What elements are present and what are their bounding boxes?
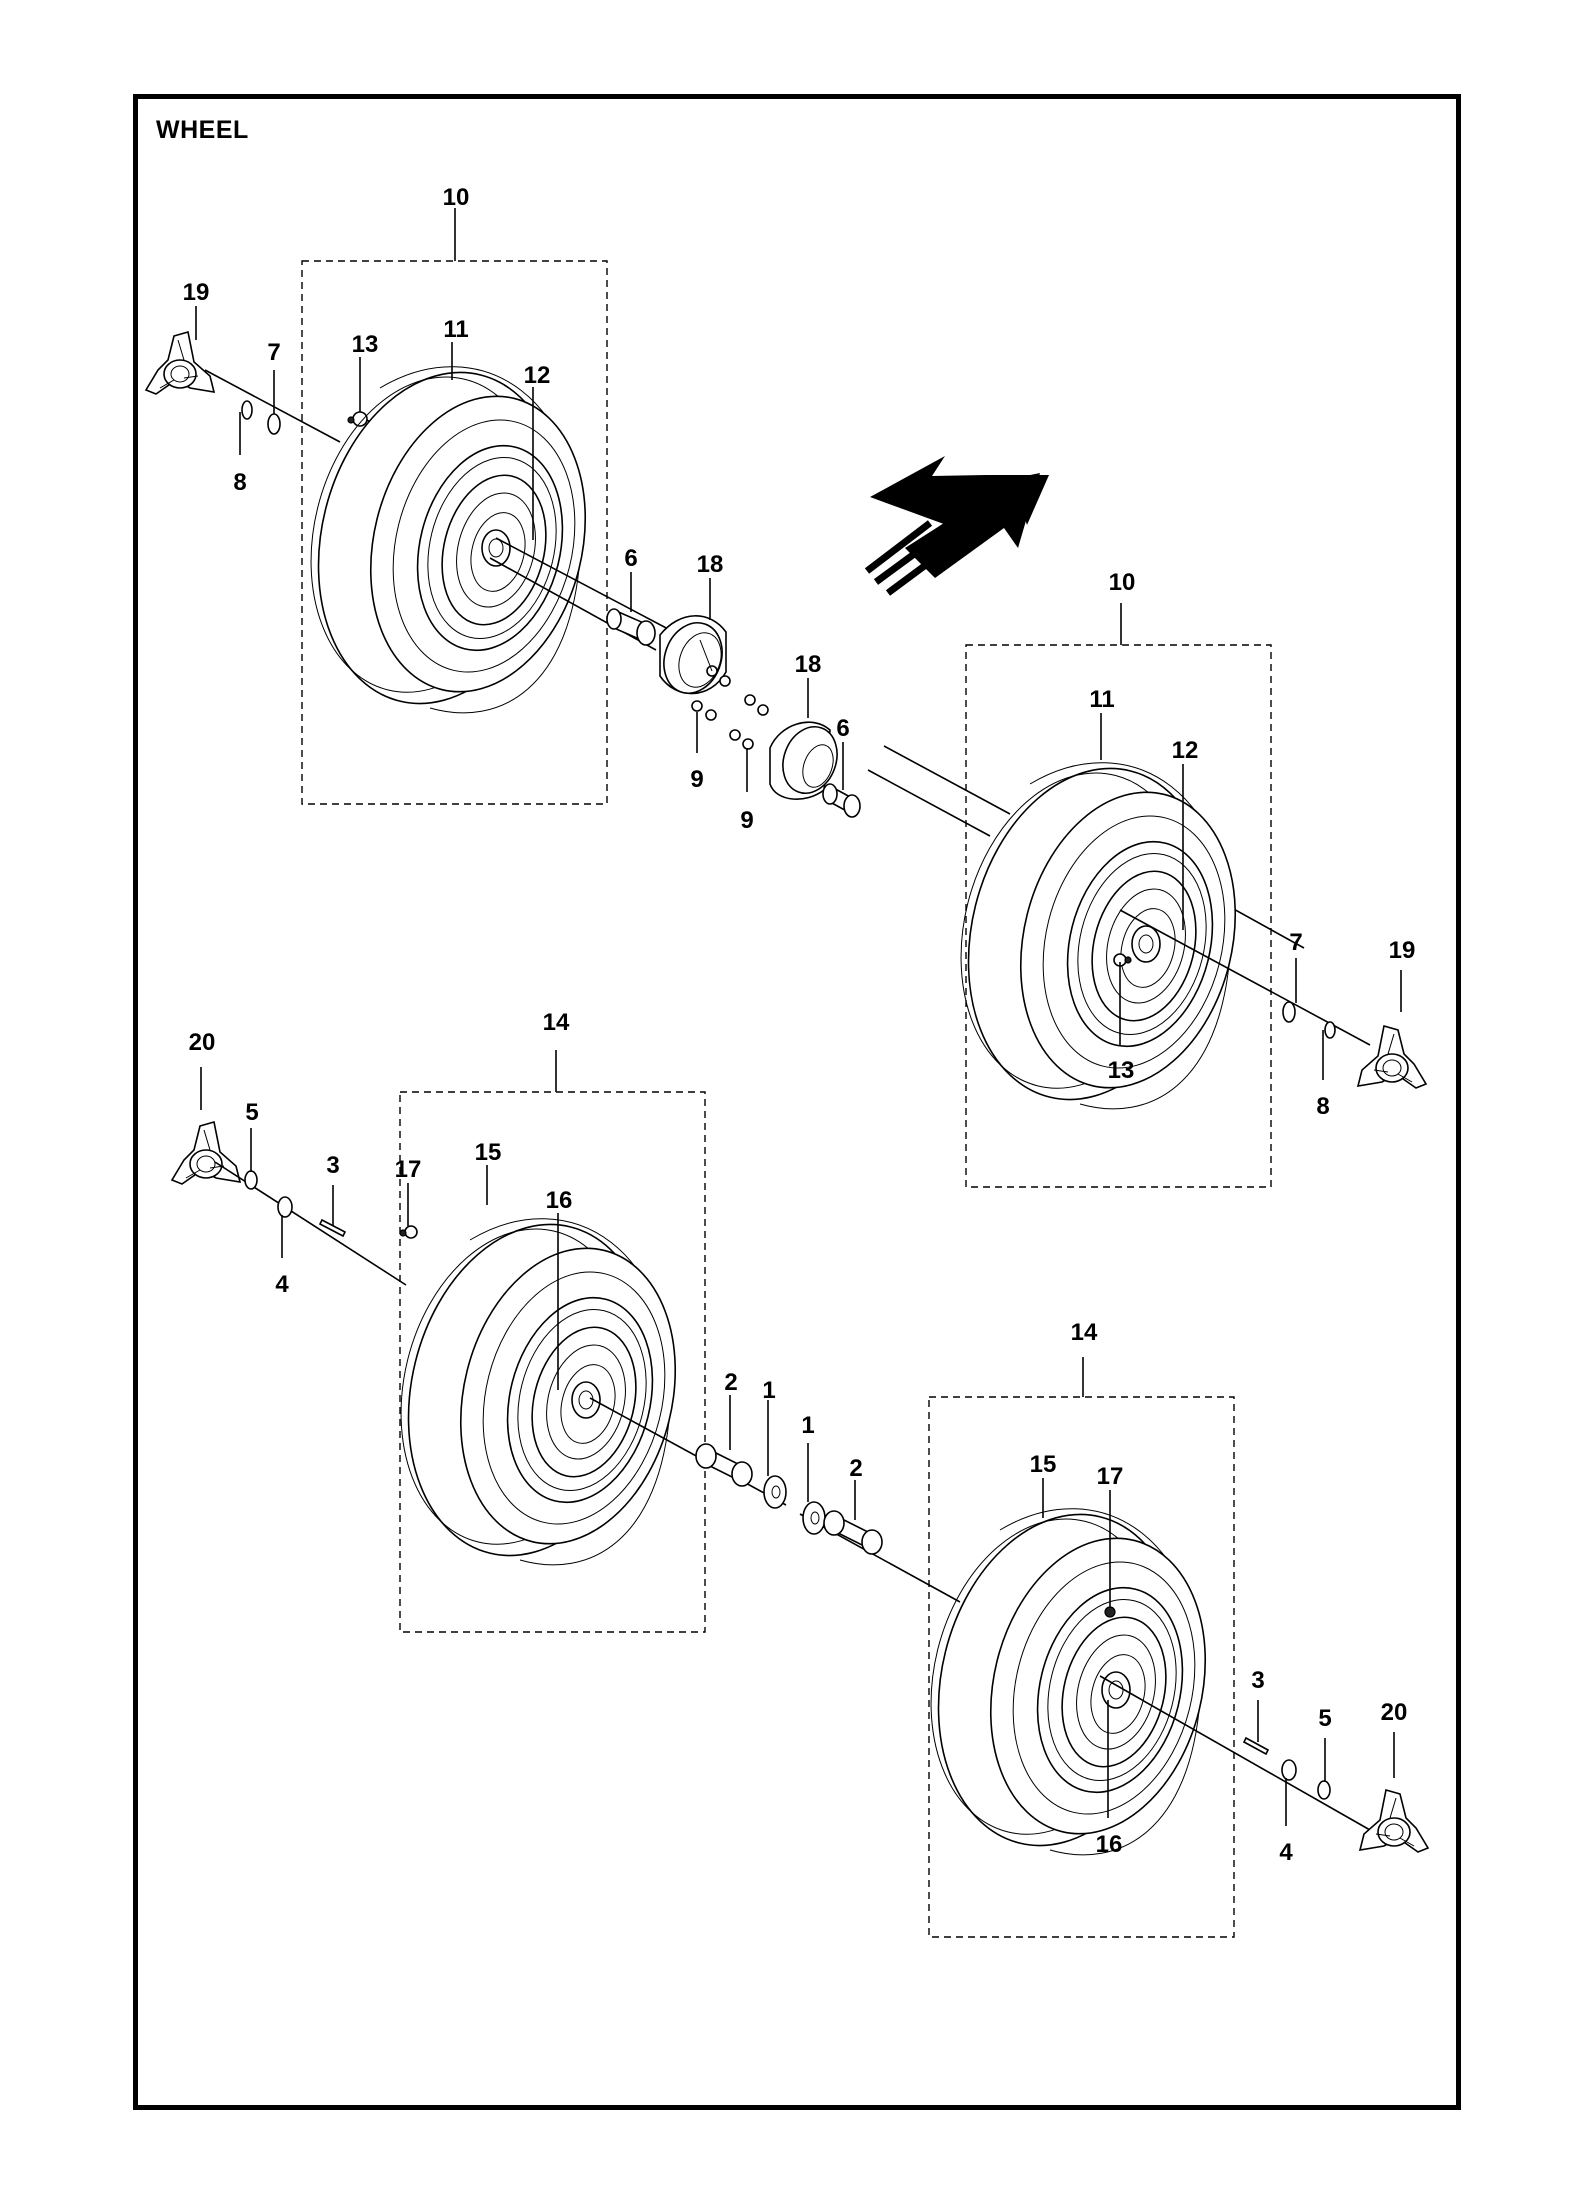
bushing-2-right-icon — [823, 1510, 883, 1555]
callout-20[interactable]: 20 — [189, 1029, 216, 1056]
valve-17-right-icon — [1104, 1606, 1116, 1618]
callout-17[interactable]: 17 — [395, 1156, 422, 1183]
callout-19[interactable]: 19 — [183, 279, 210, 306]
hub-18-right-icon — [769, 721, 838, 800]
assembly-box-14-right — [928, 1396, 1235, 1938]
washer-1-left-icon — [763, 1475, 787, 1509]
key-3-icon — [318, 1218, 347, 1238]
washer-7-right-icon — [1282, 1001, 1296, 1023]
spacer-6-left-icon — [606, 608, 656, 646]
callout-2-right[interactable]: 2 — [849, 1455, 862, 1482]
key-3-right-icon — [1242, 1736, 1270, 1756]
screws-9-right-icon — [729, 694, 769, 750]
callout-13[interactable]: 13 — [352, 331, 379, 358]
assembly-box-10-right — [965, 644, 1272, 1188]
assembly-14-left: 14 20 5 4 3 17 15 16 — [171, 1009, 706, 1633]
callout-14-left[interactable]: 14 — [543, 1009, 570, 1036]
hubcap-20-right-icon — [1359, 1789, 1429, 1853]
callout-10[interactable]: 10 — [443, 184, 470, 211]
hubcap-19-right-icon — [1357, 1025, 1427, 1089]
tire-15-icon — [368, 1197, 706, 1583]
callout-18-left[interactable]: 18 — [697, 551, 724, 578]
callout-15-right[interactable]: 15 — [1030, 1451, 1057, 1478]
callout-13-right[interactable]: 13 — [1108, 1057, 1135, 1084]
callout-17-right[interactable]: 17 — [1097, 1463, 1124, 1490]
callout-4-right[interactable]: 4 — [1279, 1839, 1293, 1866]
diagram-title: WHEEL — [156, 116, 249, 144]
assembly-box-14-left — [399, 1091, 706, 1633]
callout-12[interactable]: 12 — [524, 362, 551, 389]
bushing-2-left-icon — [695, 1443, 753, 1487]
forward-direction-arrow-icon — [864, 456, 1049, 596]
callout-16-right[interactable]: 16 — [1096, 1831, 1123, 1858]
tire-15-right-icon — [898, 1487, 1236, 1873]
callout-11[interactable]: 11 — [443, 316, 468, 343]
washer-1-right-icon — [802, 1501, 826, 1535]
callout-5[interactable]: 5 — [245, 1099, 258, 1126]
callout-6-left[interactable]: 6 — [624, 545, 637, 572]
assembly-box-10-left — [301, 260, 608, 805]
hubcap-20-icon — [171, 1121, 241, 1185]
tire-11-right-icon — [928, 741, 1266, 1127]
callout-11-right[interactable]: 11 — [1089, 686, 1114, 713]
washer-7-icon — [267, 413, 281, 435]
valve-13-icon — [347, 411, 368, 427]
callout-9-left[interactable]: 9 — [690, 766, 703, 793]
callout-1-right[interactable]: 1 — [801, 1412, 814, 1439]
hub-18-left-icon — [659, 615, 727, 695]
assembly-10-left: 10 19 8 7 13 11 12 — [145, 184, 616, 805]
clip-5-icon — [244, 1170, 258, 1190]
tire-11-icon — [278, 345, 616, 731]
clip-5-right-icon — [1317, 1780, 1331, 1800]
screws-9-left-icon — [691, 639, 731, 721]
diagram-frame — [133, 94, 1461, 2110]
callout-14-right[interactable]: 14 — [1071, 1319, 1098, 1346]
callout-8-right[interactable]: 8 — [1316, 1093, 1329, 1120]
callout-7-right[interactable]: 7 — [1289, 929, 1302, 956]
callout-5-right[interactable]: 5 — [1318, 1705, 1331, 1732]
callout-8[interactable]: 8 — [233, 469, 246, 496]
valve-17-icon — [399, 1225, 418, 1239]
assembly-14-right: 14 15 17 16 3 4 5 20 — [898, 1319, 1429, 1938]
front-axle — [589, 1397, 787, 1506]
spacer-6-right-icon — [822, 783, 861, 818]
washer-4-right-icon — [1281, 1759, 1297, 1781]
assembly-10-right: 10 11 12 13 7 8 19 — [928, 569, 1427, 1188]
callout-16[interactable]: 16 — [546, 1187, 573, 1214]
callout-4[interactable]: 4 — [275, 1271, 289, 1298]
clip-8-right-icon — [1324, 1021, 1336, 1039]
callout-3[interactable]: 3 — [326, 1152, 339, 1179]
callout-19-right[interactable]: 19 — [1389, 937, 1416, 964]
hubcap-19-icon — [145, 331, 215, 395]
callout-1-left[interactable]: 1 — [762, 1377, 775, 1404]
callout-18-right[interactable]: 18 — [795, 651, 822, 678]
callout-3-right[interactable]: 3 — [1251, 1667, 1264, 1694]
washer-4-icon — [277, 1196, 293, 1218]
callout-7[interactable]: 7 — [267, 339, 280, 366]
callout-10-right[interactable]: 10 — [1109, 569, 1136, 596]
callout-6-right[interactable]: 6 — [836, 715, 849, 742]
clip-8-icon — [241, 400, 253, 420]
callout-20-right[interactable]: 20 — [1381, 1699, 1408, 1726]
callout-15[interactable]: 15 — [475, 1139, 502, 1166]
callout-2-left[interactable]: 2 — [724, 1369, 737, 1396]
callout-12-right[interactable]: 12 — [1172, 737, 1199, 764]
callout-9-right[interactable]: 9 — [740, 807, 753, 834]
